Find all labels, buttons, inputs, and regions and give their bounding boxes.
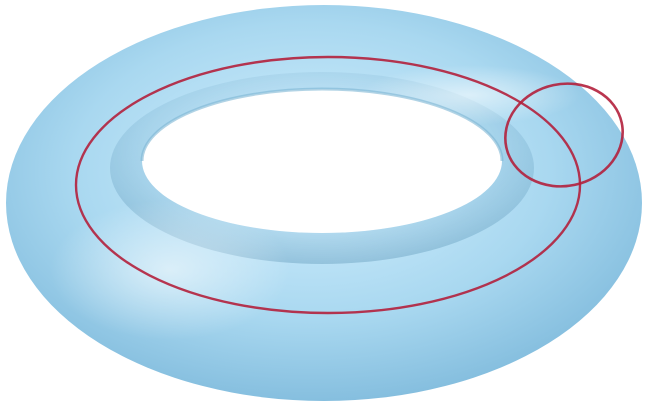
torus-surface <box>6 5 642 401</box>
